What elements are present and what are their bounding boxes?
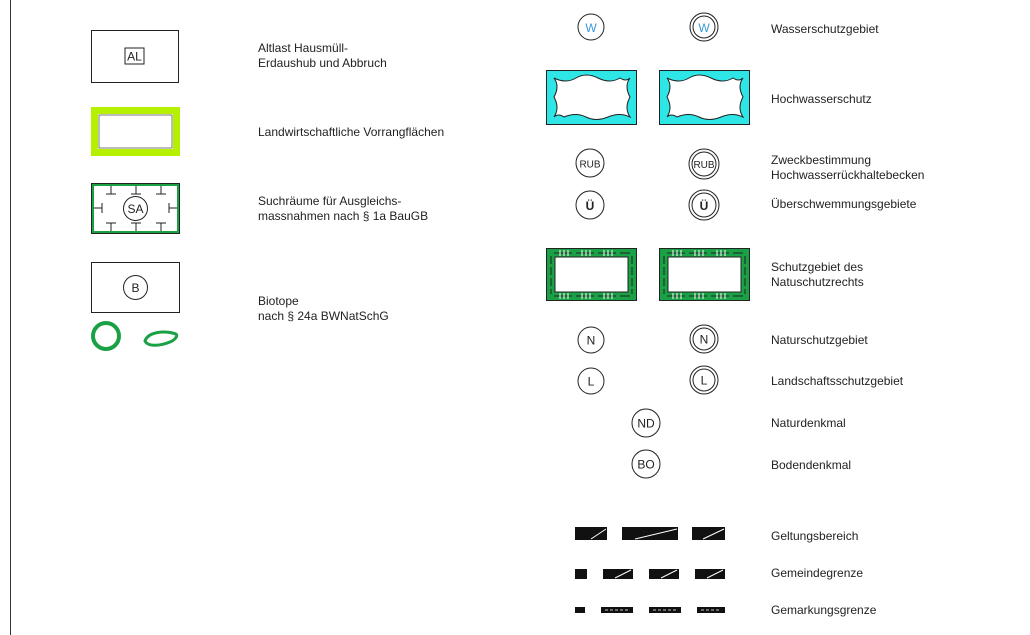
biotope-area-shape <box>140 328 182 350</box>
naturschutz-code-a: N <box>587 334 596 348</box>
rub-symbol-b: RUB <box>688 148 722 182</box>
wasserschutz-code-a: W <box>585 21 597 35</box>
suchraum-code: SA <box>127 202 143 216</box>
gemarkungsgrenze-label: Gemarkungsgrenze <box>771 603 877 617</box>
naturdenkmal-symbol: ND <box>631 408 663 440</box>
hochwasser-symbol-b <box>659 70 751 126</box>
bodendenkmal-symbol: BO <box>631 449 663 481</box>
schutzgebiet-symbol-b <box>659 248 751 302</box>
landschaftsschutz-symbol-b: L <box>689 365 721 397</box>
wasserschutz-code-b: W <box>698 21 710 35</box>
geltungsbereich-line <box>575 525 727 543</box>
biotope-code: B <box>131 281 139 295</box>
wasserschutz-symbol-b: W <box>689 12 721 44</box>
hochwasser-label: Hochwasserschutz <box>771 92 872 106</box>
biotope-circle-shape <box>90 320 124 352</box>
biotope-symbol: B <box>91 262 181 314</box>
gemeindegrenze-label: Gemeindegrenze <box>771 566 864 580</box>
landschaftsschutz-code-b: L <box>701 374 708 388</box>
naturdenkmal-label: Naturdenkmal <box>771 416 846 430</box>
ueberschwemmung-code-b: Ü <box>700 198 709 213</box>
schutzgebiet-symbol-a <box>546 248 638 302</box>
ueberschwemmung-label: Überschwemmungsgebiete <box>771 197 917 211</box>
geltungsbereich-label: Geltungsbereich <box>771 529 859 543</box>
rub-label: Zweckbestimmung Hochwasserrückhaltebecke… <box>771 153 925 182</box>
suchraum-symbol: SA <box>91 183 181 235</box>
bodendenkmal-label: Bodendenkmal <box>771 458 852 472</box>
wasserschutz-label: Wasserschutzgebiet <box>771 22 879 36</box>
rub-code-a: RUB <box>579 160 600 171</box>
schutzgebiet-label: Schutzgebiet des Natuschutzrechts <box>771 260 864 289</box>
landschaftsschutz-symbol-a: L <box>576 366 606 396</box>
altlast-symbol: AL <box>91 30 179 84</box>
rub-code-b: RUB <box>693 160 714 171</box>
landschaftsschutz-code-a: L <box>588 375 595 389</box>
landwirtschaft-label: Landwirtschaftliche Vorrangflächen <box>258 125 445 139</box>
rub-symbol-a: RUB <box>575 148 607 180</box>
naturschutz-code-b: N <box>700 333 709 347</box>
suchraum-label: Suchräume für Ausgleichs- massnahmen nac… <box>258 194 429 223</box>
altlast-label: Altlast Hausmüll- Erdaushub und Abbruch <box>258 41 387 70</box>
hochwasser-symbol-a <box>546 70 638 126</box>
biotope-label: Biotope nach § 24a BWNatSchG <box>258 294 389 323</box>
landschaftsschutz-label: Landschaftsschutzgebiet <box>771 374 904 388</box>
page-border-line <box>10 0 11 635</box>
ueberschwemmung-symbol-b: Ü <box>688 189 722 223</box>
naturschutz-symbol-b: N <box>689 324 721 356</box>
gemeindegrenze-line <box>575 566 727 582</box>
naturschutz-symbol-a: N <box>576 325 606 355</box>
landwirtschaft-symbol <box>91 107 181 157</box>
ueberschwemmung-code-a: Ü <box>586 198 595 213</box>
naturdenkmal-code: ND <box>637 417 655 431</box>
naturschutz-label: Naturschutzgebiet <box>771 333 868 347</box>
ueberschwemmung-symbol-a: Ü <box>575 190 607 222</box>
bodendenkmal-code: BO <box>637 458 654 472</box>
wasserschutz-symbol-a: W <box>576 12 606 42</box>
altlast-code: AL <box>127 50 142 64</box>
gemarkungsgrenze-line <box>575 603 727 617</box>
